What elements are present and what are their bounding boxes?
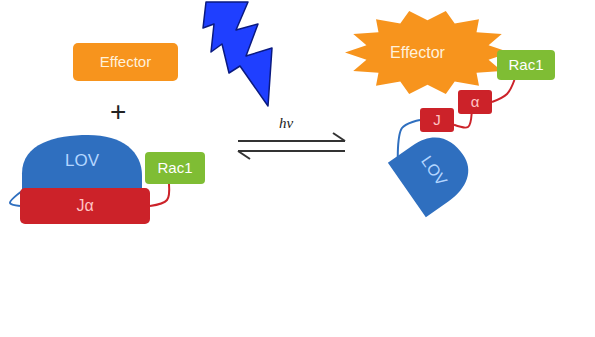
linker-line (150, 184, 169, 206)
node-label: J (433, 112, 441, 129)
lightning-bolt (203, 2, 272, 106)
effector-burst: Effector (345, 10, 510, 95)
linker-line (492, 80, 514, 102)
rac1-box: Rac1 (497, 50, 555, 80)
linker-line (454, 114, 472, 127)
node-label: Effector (390, 44, 445, 62)
node-label: Rac1 (157, 160, 192, 177)
rac1-box: Rac1 (145, 152, 205, 184)
photon-symbol: hν (279, 116, 293, 131)
node-label: Rac1 (508, 57, 543, 74)
alpha-segment: α (458, 90, 492, 114)
node-label: α (471, 94, 480, 111)
j-alpha-helix: Jα (20, 188, 150, 224)
node-label: Effector (100, 54, 151, 71)
node-label: Jα (76, 197, 93, 215)
plus-sign: + (110, 98, 126, 126)
equilibrium-arrow (238, 133, 345, 159)
node-label: LOV (65, 152, 99, 171)
effector-box: Effector (73, 43, 178, 81)
lov-domain: LOV (398, 135, 470, 207)
j-segment: J (420, 108, 454, 132)
